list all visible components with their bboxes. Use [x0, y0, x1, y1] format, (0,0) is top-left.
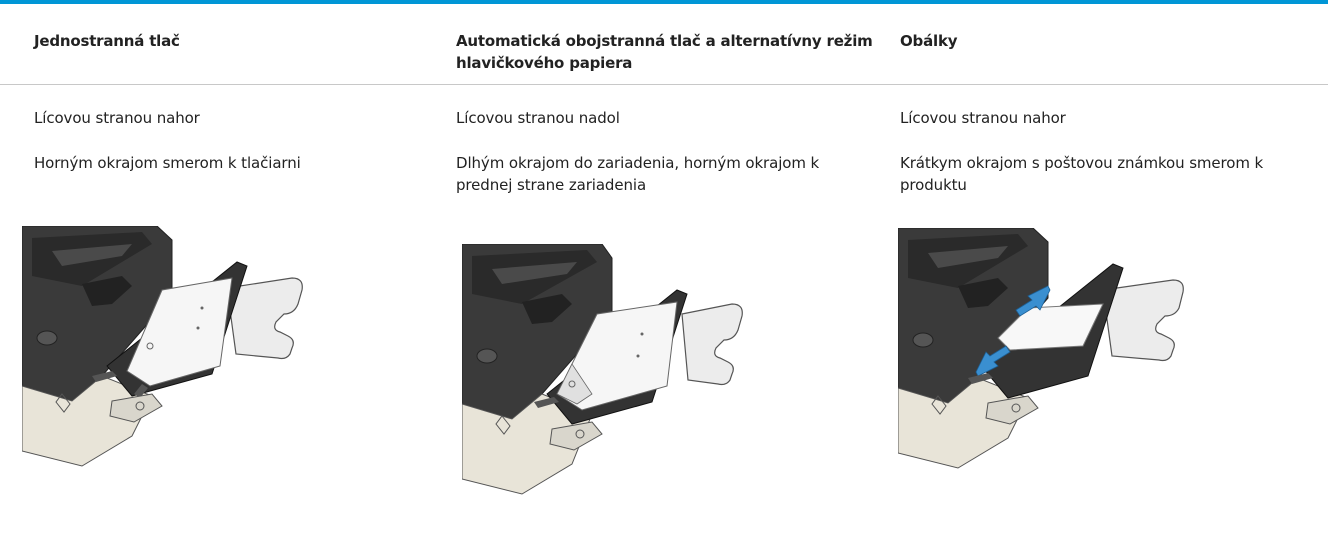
printer-tray-duplex-letterhead-icon [462, 244, 772, 495]
orientation-single-sided: Lícovou stranou nahor [34, 109, 200, 127]
orientation-envelopes: Lícovou stranou nahor [900, 109, 1066, 127]
header-single-sided: Jednostranná tlač [34, 32, 180, 50]
direction-single-sided: Horným okrajom smerom k tlačiarni [34, 154, 301, 172]
printer-tray-envelope-icon [898, 228, 1208, 478]
top-accent-line [0, 0, 1328, 4]
header-envelopes: Obálky [900, 32, 958, 50]
direction-envelopes: Krátkym okrajom s poštovou známkou smero… [900, 154, 1264, 194]
direction-duplex: Dlhým okrajom do zariadenia, horným okra… [456, 154, 820, 194]
orientation-duplex: Lícovou stranou nadol [456, 109, 620, 127]
printer-tray-single-sided-icon [22, 226, 332, 476]
table-header-row: Jednostranná tlač Automatická obojstrann… [0, 4, 1328, 85]
header-duplex: Automatická obojstranná tlač a alternatí… [456, 32, 873, 72]
